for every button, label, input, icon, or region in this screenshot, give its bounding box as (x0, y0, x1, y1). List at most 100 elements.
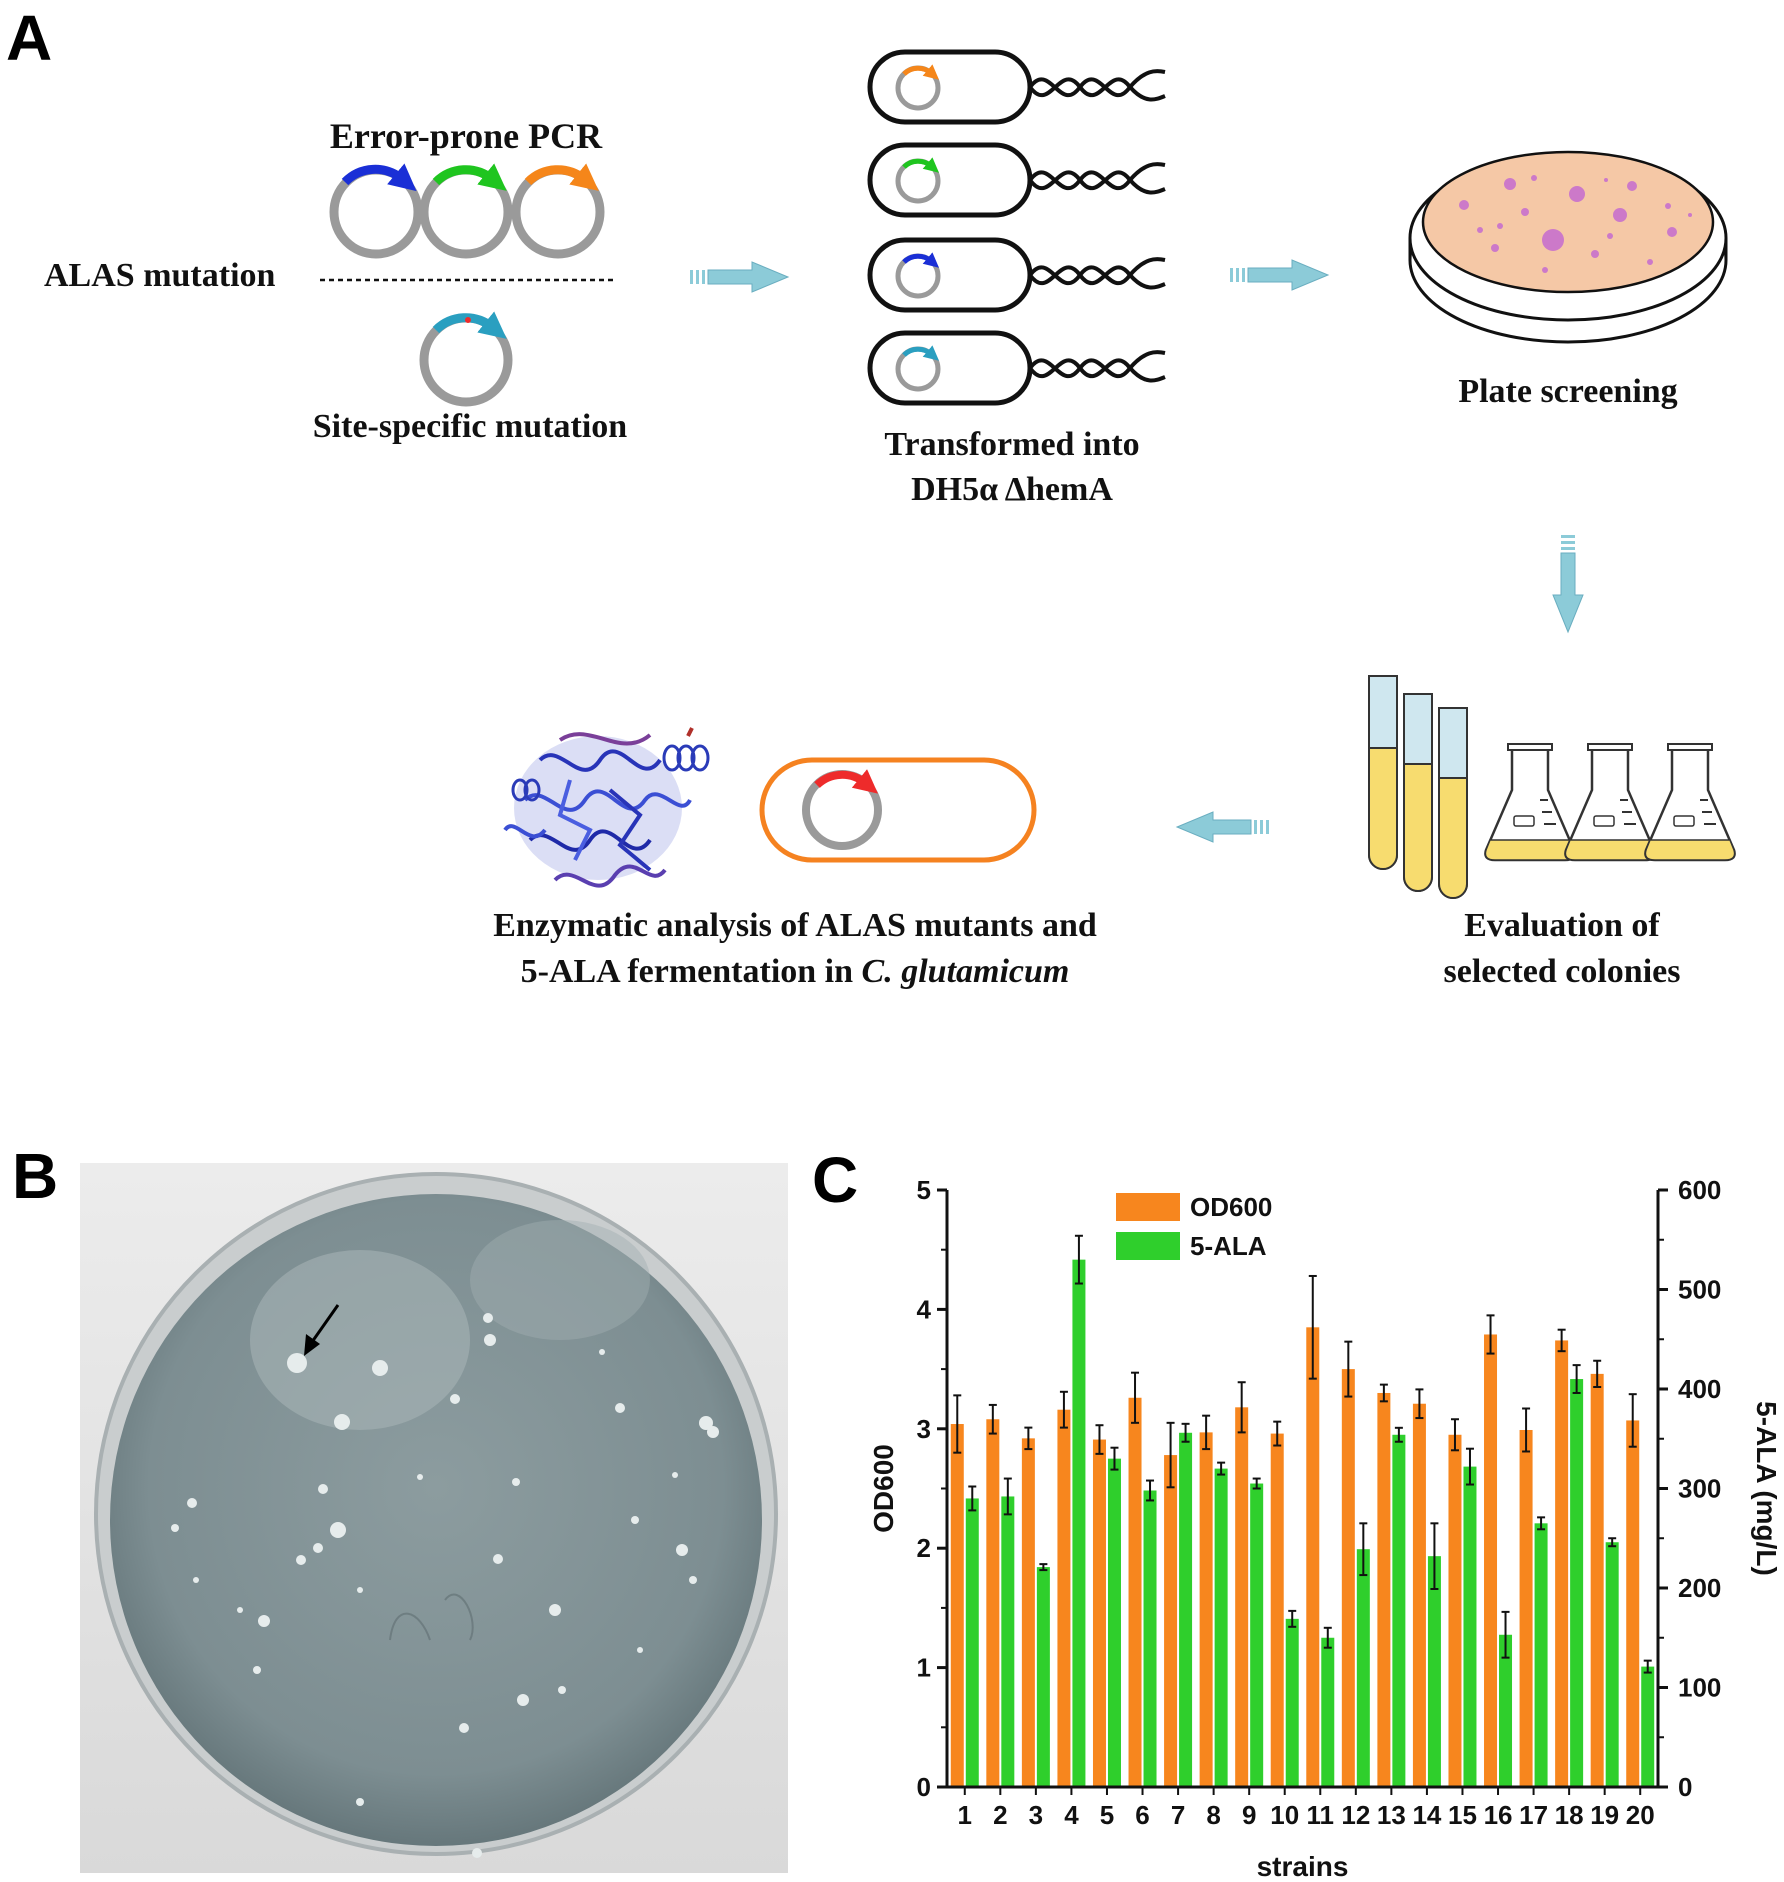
arrow-pointer-icon (304, 1304, 340, 1356)
od600-bar (1235, 1407, 1249, 1787)
cell-body (867, 330, 1033, 406)
ala-bar (1570, 1379, 1584, 1787)
od600-bar (1377, 1392, 1391, 1787)
ala-bar (1036, 1567, 1050, 1787)
ala-bar (1214, 1468, 1228, 1787)
gene-insert-arrow (432, 163, 507, 191)
gene-insert-arrow (341, 163, 417, 192)
c-glutamicum-cell (759, 757, 1037, 863)
flasks (1484, 743, 1736, 862)
y2-tick-label: 600 (1678, 1175, 1721, 1205)
cell-body (867, 237, 1033, 313)
bacterium-orange (867, 49, 1166, 125)
panel-c-letter: C (812, 1144, 858, 1216)
od600-bar (1270, 1433, 1284, 1787)
dense-growth-region (470, 1220, 650, 1340)
handwritten-mark (389, 1593, 474, 1641)
cell-body (867, 142, 1033, 218)
y2-tick-label: 200 (1678, 1573, 1721, 1603)
panel-a: A Error-prone PCR ALAS mutation Site-spe… (6, 2, 1736, 990)
x-tick-label: 5 (1100, 1800, 1114, 1830)
mutation-site-marker (465, 317, 471, 323)
y2-tick-label: 0 (1678, 1772, 1692, 1802)
x-tick-label: 15 (1448, 1800, 1477, 1830)
legend-swatch (1116, 1193, 1180, 1221)
ala-bar (1250, 1483, 1264, 1787)
y-tick-label: 1 (917, 1653, 931, 1683)
x-tick-label: 4 (1064, 1800, 1079, 1830)
x-axis-title: strains (1257, 1851, 1349, 1882)
y-tick-label: 0 (917, 1772, 931, 1802)
y2-tick-label: 400 (1678, 1374, 1721, 1404)
error-prone-pcr-label: Error-prone PCR (330, 116, 603, 156)
ala-bar (1179, 1432, 1193, 1787)
ala-bar (1641, 1666, 1655, 1787)
transformed-label-line1: Transformed into (884, 426, 1139, 463)
photo-colonies (171, 1313, 719, 1858)
od600-bar (1021, 1438, 1035, 1787)
od600-bar (1341, 1369, 1355, 1787)
erlenmeyer-flask (1484, 743, 1576, 862)
y2-tick-label: 100 (1678, 1673, 1721, 1703)
x-tick-label: 16 (1484, 1800, 1513, 1830)
y2-tick-label: 500 (1678, 1275, 1721, 1305)
test-tube (1368, 675, 1398, 870)
flagellum (1028, 170, 1166, 195)
enzymatic-label-line2-text: 5-ALA fermentation in (521, 953, 862, 990)
flow-arrow-down (1552, 535, 1584, 634)
x-tick-label: 1 (958, 1800, 972, 1830)
gene-insert-arrow (902, 252, 940, 268)
erlenmeyer-flask (1644, 743, 1736, 862)
gene-insert-arrow (902, 64, 940, 80)
flagellum (1028, 162, 1166, 191)
ala-bar (1107, 1458, 1121, 1787)
od600-bar (1306, 1327, 1320, 1787)
legend-label: 5-ALA (1190, 1231, 1267, 1261)
alas-mutation-label: ALAS mutation (44, 257, 276, 294)
x-tick-label: 10 (1270, 1800, 1299, 1830)
plate-screening-label: Plate screening (1458, 373, 1677, 410)
bacterium-teal (867, 330, 1166, 406)
od600-bar (1519, 1429, 1533, 1787)
od600-bar (1092, 1439, 1106, 1787)
x-tick-label: 6 (1135, 1800, 1149, 1830)
petri-dish-drawing (1408, 150, 1728, 344)
flagellum (1028, 69, 1166, 98)
plasmid-blue (329, 163, 423, 259)
od600-bar (1057, 1409, 1071, 1787)
agar-medium (1421, 150, 1715, 294)
ala-bar (1285, 1618, 1299, 1787)
dense-growth-region (250, 1250, 470, 1430)
flow-arrow-right-1 (690, 261, 790, 293)
od600-bar (1626, 1420, 1640, 1787)
transformed-label-line2: DH5α ΔhemA (911, 471, 1113, 508)
cell-body (759, 757, 1037, 863)
ala-bar (1392, 1434, 1406, 1787)
ala-bar (965, 1498, 979, 1787)
flagellum (1028, 265, 1166, 290)
ala-bar (1072, 1259, 1086, 1787)
x-tick-label: 17 (1519, 1800, 1548, 1830)
flagellum (1028, 77, 1166, 102)
od600-bar (1412, 1403, 1426, 1787)
flow-arrow-left (1175, 811, 1269, 843)
gene-insert-arrow (432, 311, 507, 339)
flagellum (1028, 350, 1166, 379)
ala-bar (1356, 1549, 1370, 1787)
plasmid-orange (511, 163, 605, 259)
evaluation-label-line1: Evaluation of (1464, 907, 1660, 944)
od600-bar (1484, 1334, 1498, 1787)
flagellum (1028, 358, 1166, 383)
x-tick-label: 7 (1171, 1800, 1185, 1830)
x-tick-label: 11 (1307, 1800, 1335, 1830)
plasmid-green (419, 163, 513, 259)
x-tick-label: 19 (1590, 1800, 1619, 1830)
legend-label: OD600 (1190, 1192, 1272, 1222)
od600-bar (1448, 1434, 1462, 1787)
y-tick-label: 2 (917, 1533, 931, 1563)
ala-bar (1534, 1523, 1548, 1787)
y-axis-title: OD600 (868, 1444, 899, 1533)
x-tick-label: 2 (993, 1800, 1007, 1830)
